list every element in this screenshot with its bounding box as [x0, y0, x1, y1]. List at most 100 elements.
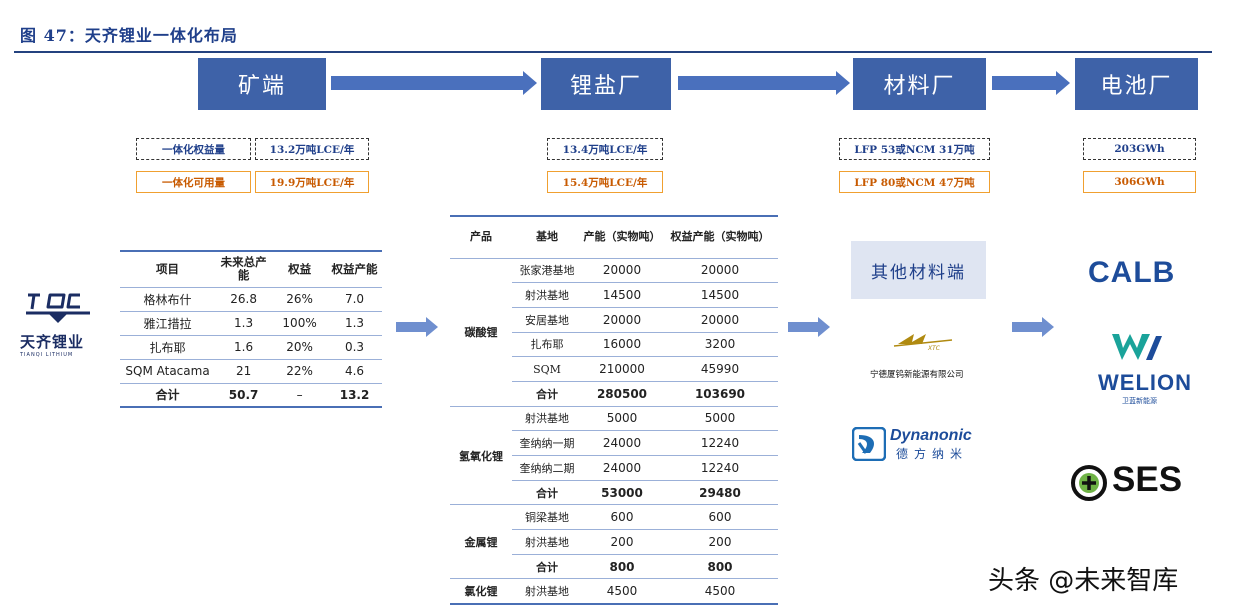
- mine-cell: 0.3: [327, 335, 382, 360]
- figure-title: 图 47：天齐锂业一体化布局: [20, 26, 238, 45]
- table-total-row: 合计 800 800: [450, 554, 778, 580]
- table-row: 安居基地 20000 20000: [450, 307, 778, 333]
- ses-plus-circle-icon: [1071, 465, 1107, 501]
- mine-usable-value: 19.9万吨LCE/年: [255, 171, 369, 193]
- table-row: 奎纳纳一期 24000 12240: [450, 430, 778, 456]
- battery-equity-capacity: 203GWh: [1083, 138, 1196, 160]
- dynanonic-name-en: Dynanonic: [890, 427, 972, 444]
- plant-cell: 4500: [662, 578, 778, 605]
- plant-cell: 20000: [582, 258, 662, 284]
- mine-cell: 合计: [155, 388, 180, 403]
- plant-cell: 扎布耶: [512, 332, 582, 358]
- table-row: 射洪基地 14500 14500: [450, 282, 778, 308]
- ses-name: SES: [1112, 460, 1183, 499]
- plant-cell: 280500: [582, 381, 662, 407]
- mine-cell: 50.7: [228, 387, 259, 402]
- dynanonic-logo: Dynanonic 德方纳米: [852, 425, 992, 465]
- mine-cell: 21: [215, 359, 273, 384]
- mine-usable-label: 一体化可用量: [136, 171, 251, 193]
- dynanonic-mark-icon: [852, 427, 886, 461]
- table-row: 奎纳纳二期 24000 12240: [450, 455, 778, 481]
- tqc-mark-icon: [26, 293, 90, 323]
- mine-cell: 1.6: [215, 335, 273, 360]
- plant-cell: 24000: [582, 455, 662, 481]
- plant-cell: 800: [582, 554, 662, 580]
- plant-cell: 12240: [662, 430, 778, 456]
- mine-cell: 13.2: [339, 387, 370, 402]
- plant-cell: 103690: [662, 381, 778, 407]
- plant-cell: 53000: [582, 480, 662, 506]
- plant-cell: 射洪基地: [512, 529, 582, 555]
- product-lithium-carbonate: 碳酸锂: [450, 258, 512, 407]
- xtc-company-name: 宁德厦钨新能源有限公司: [870, 370, 964, 380]
- mine-projects-table: 项目 未来总产能 权益 权益产能 格林布什 26.8 26% 7.0 雅江措拉 …: [120, 250, 382, 408]
- table-total-row: 合计 53000 29480: [450, 480, 778, 506]
- calb-logo: CALB: [1088, 256, 1176, 289]
- table-header-row: 项目 未来总产能 权益 权益产能: [120, 251, 382, 288]
- plant-cell: 4500: [582, 578, 662, 605]
- plant-col-base: 基地: [512, 216, 582, 259]
- plant-cell: 射洪基地: [512, 282, 582, 308]
- mine-col-equity-capacity: 权益产能: [327, 251, 382, 288]
- product-lithium-metal: 金属锂: [450, 504, 512, 580]
- plant-cell: 5000: [662, 406, 778, 432]
- plant-cell: 200: [662, 529, 778, 555]
- flow-arrow-material-to-battery: [992, 71, 1070, 95]
- table-row: 雅江措拉 1.3 100% 1.3: [120, 311, 382, 336]
- stage-battery-plant: 电池厂: [1075, 58, 1198, 110]
- mine-cell: –: [296, 387, 303, 402]
- plant-cell: 200: [582, 529, 662, 555]
- plant-cell: 210000: [582, 356, 662, 382]
- product-lithium-chloride: 氯化锂: [450, 578, 512, 605]
- material-usable-capacity: LFP 80或NCM 47万吨: [839, 171, 990, 193]
- arrow-materials-to-batteries: [1012, 317, 1054, 337]
- salt-usable-capacity: 15.4万吨LCE/年: [547, 171, 663, 193]
- table-row: 氯化锂 射洪基地 4500 4500: [450, 578, 778, 605]
- table-row: 金属锂 铜梁基地 600 600: [450, 504, 778, 580]
- tianqi-logo-sub: TIANQI LITHIUM: [20, 352, 74, 358]
- plant-cell: 45990: [662, 356, 778, 382]
- mine-cell: 100%: [272, 311, 328, 336]
- table-row: 扎布耶 1.6 20% 0.3: [120, 335, 382, 360]
- mine-cell: SQM Atacama: [120, 359, 216, 384]
- plant-cell: 20000: [662, 258, 778, 284]
- mine-cell: 1.3: [215, 311, 273, 336]
- table-total-row: 合计 50.7 – 13.2: [120, 383, 382, 407]
- mine-cell: 雅江措拉: [120, 311, 216, 336]
- stage-mine: 矿端: [198, 58, 326, 110]
- plant-cell: 16000: [582, 332, 662, 358]
- plant-cell: 600: [662, 504, 778, 531]
- welion-logo: WELION 卫蓝新能源: [1090, 330, 1191, 410]
- plant-cell: 29480: [662, 480, 778, 506]
- mine-equity-label: 一体化权益量: [136, 138, 251, 160]
- dynanonic-name-cn: 德方纳米: [896, 447, 969, 461]
- table-header-row: 产品 基地 产能（实物吨） 权益产能（实物吨）: [450, 216, 778, 259]
- plant-cell: 合计: [512, 480, 582, 506]
- plant-cell: 24000: [582, 430, 662, 456]
- welion-name: WELION: [1098, 370, 1192, 395]
- mine-cell: 扎布耶: [120, 335, 216, 360]
- plant-cell: 张家港基地: [512, 258, 582, 284]
- xtc-mark-text: XTC: [928, 345, 940, 352]
- plant-cell: 20000: [582, 307, 662, 333]
- plant-cell: SQM: [512, 356, 582, 382]
- plant-cell: 射洪基地: [512, 578, 582, 605]
- plant-cell: 射洪基地: [512, 406, 582, 432]
- table-row: 格林布什 26.8 26% 7.0: [120, 287, 382, 312]
- plant-cell: 奎纳纳一期: [512, 430, 582, 456]
- toutiao-watermark: 头条 @未来智库: [988, 566, 1179, 596]
- plant-cell: 12240: [662, 455, 778, 481]
- flow-arrow-salt-to-material: [678, 71, 850, 95]
- mine-equity-value: 13.2万吨LCE/年: [255, 138, 369, 160]
- stage-salt-plant: 锂盐厂: [541, 58, 671, 110]
- plant-cell: 20000: [662, 307, 778, 333]
- plant-col-equity-capacity: 权益产能（实物吨）: [662, 216, 778, 259]
- salt-equity-capacity: 13.4万吨LCE/年: [547, 138, 663, 160]
- mine-cell: 7.0: [327, 287, 382, 312]
- plant-cell: 600: [582, 504, 662, 531]
- arrow-plants-to-materials: [788, 317, 830, 337]
- plant-col-capacity: 产能（实物吨）: [582, 216, 662, 259]
- ses-logo: SES: [1070, 460, 1210, 504]
- mine-col-project: 项目: [120, 251, 216, 288]
- mine-cell: 4.6: [327, 359, 382, 384]
